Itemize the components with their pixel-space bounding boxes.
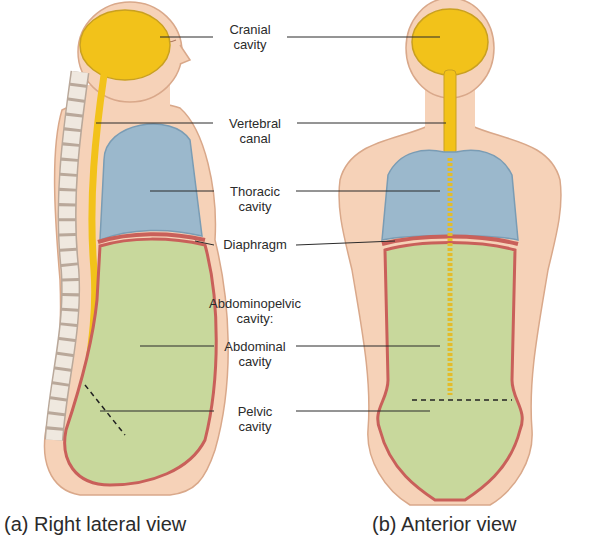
cavity-label: Cranial cavity — [219, 22, 281, 52]
cavity-label: Vertebral canal — [219, 116, 291, 146]
cranial-cavity-shape — [80, 10, 170, 80]
leader-line — [296, 346, 440, 347]
cranial-cavity-shape — [412, 9, 488, 75]
spine-outline — [54, 72, 80, 440]
cavity-label: Abdominal cavity — [218, 339, 292, 369]
view-caption: (b) Anterior view — [372, 512, 517, 536]
leader-line — [195, 241, 214, 245]
leader-lines — [96, 37, 446, 411]
leader-line — [297, 123, 446, 124]
leader-line — [296, 191, 440, 192]
vertebral-canal-shape — [444, 70, 456, 155]
thoracic-cavity-shape — [100, 124, 202, 240]
lateral-figure — [45, 2, 229, 495]
leader-line — [140, 346, 214, 347]
view-caption: (a) Right lateral view — [4, 512, 186, 536]
leader-line — [296, 411, 430, 412]
cavity-label: Thoracic cavity — [219, 184, 291, 214]
anterior-figure — [339, 0, 561, 505]
abdominopelvic-cavity-shape — [378, 243, 522, 501]
pelvic-boundary — [412, 399, 512, 401]
leader-line — [100, 411, 214, 412]
nose — [180, 45, 190, 64]
cavity-label: Pelvic cavity — [224, 404, 286, 434]
pelvic-boundary — [85, 385, 125, 435]
spinal-midline — [448, 158, 453, 395]
leader-line — [96, 123, 213, 124]
torso-outline — [339, 125, 561, 505]
leader-line — [287, 37, 440, 38]
leader-line — [150, 191, 214, 192]
head — [78, 2, 182, 102]
diaphragm-shape — [98, 234, 205, 242]
leader-line — [160, 37, 213, 38]
structure-label: Diaphragm — [218, 237, 292, 252]
abdominopelvic-cavity-shape — [65, 239, 217, 485]
vertebrae — [54, 72, 80, 440]
leader-line — [296, 241, 395, 245]
group-label: Abdominopelvic cavity: — [203, 296, 307, 326]
